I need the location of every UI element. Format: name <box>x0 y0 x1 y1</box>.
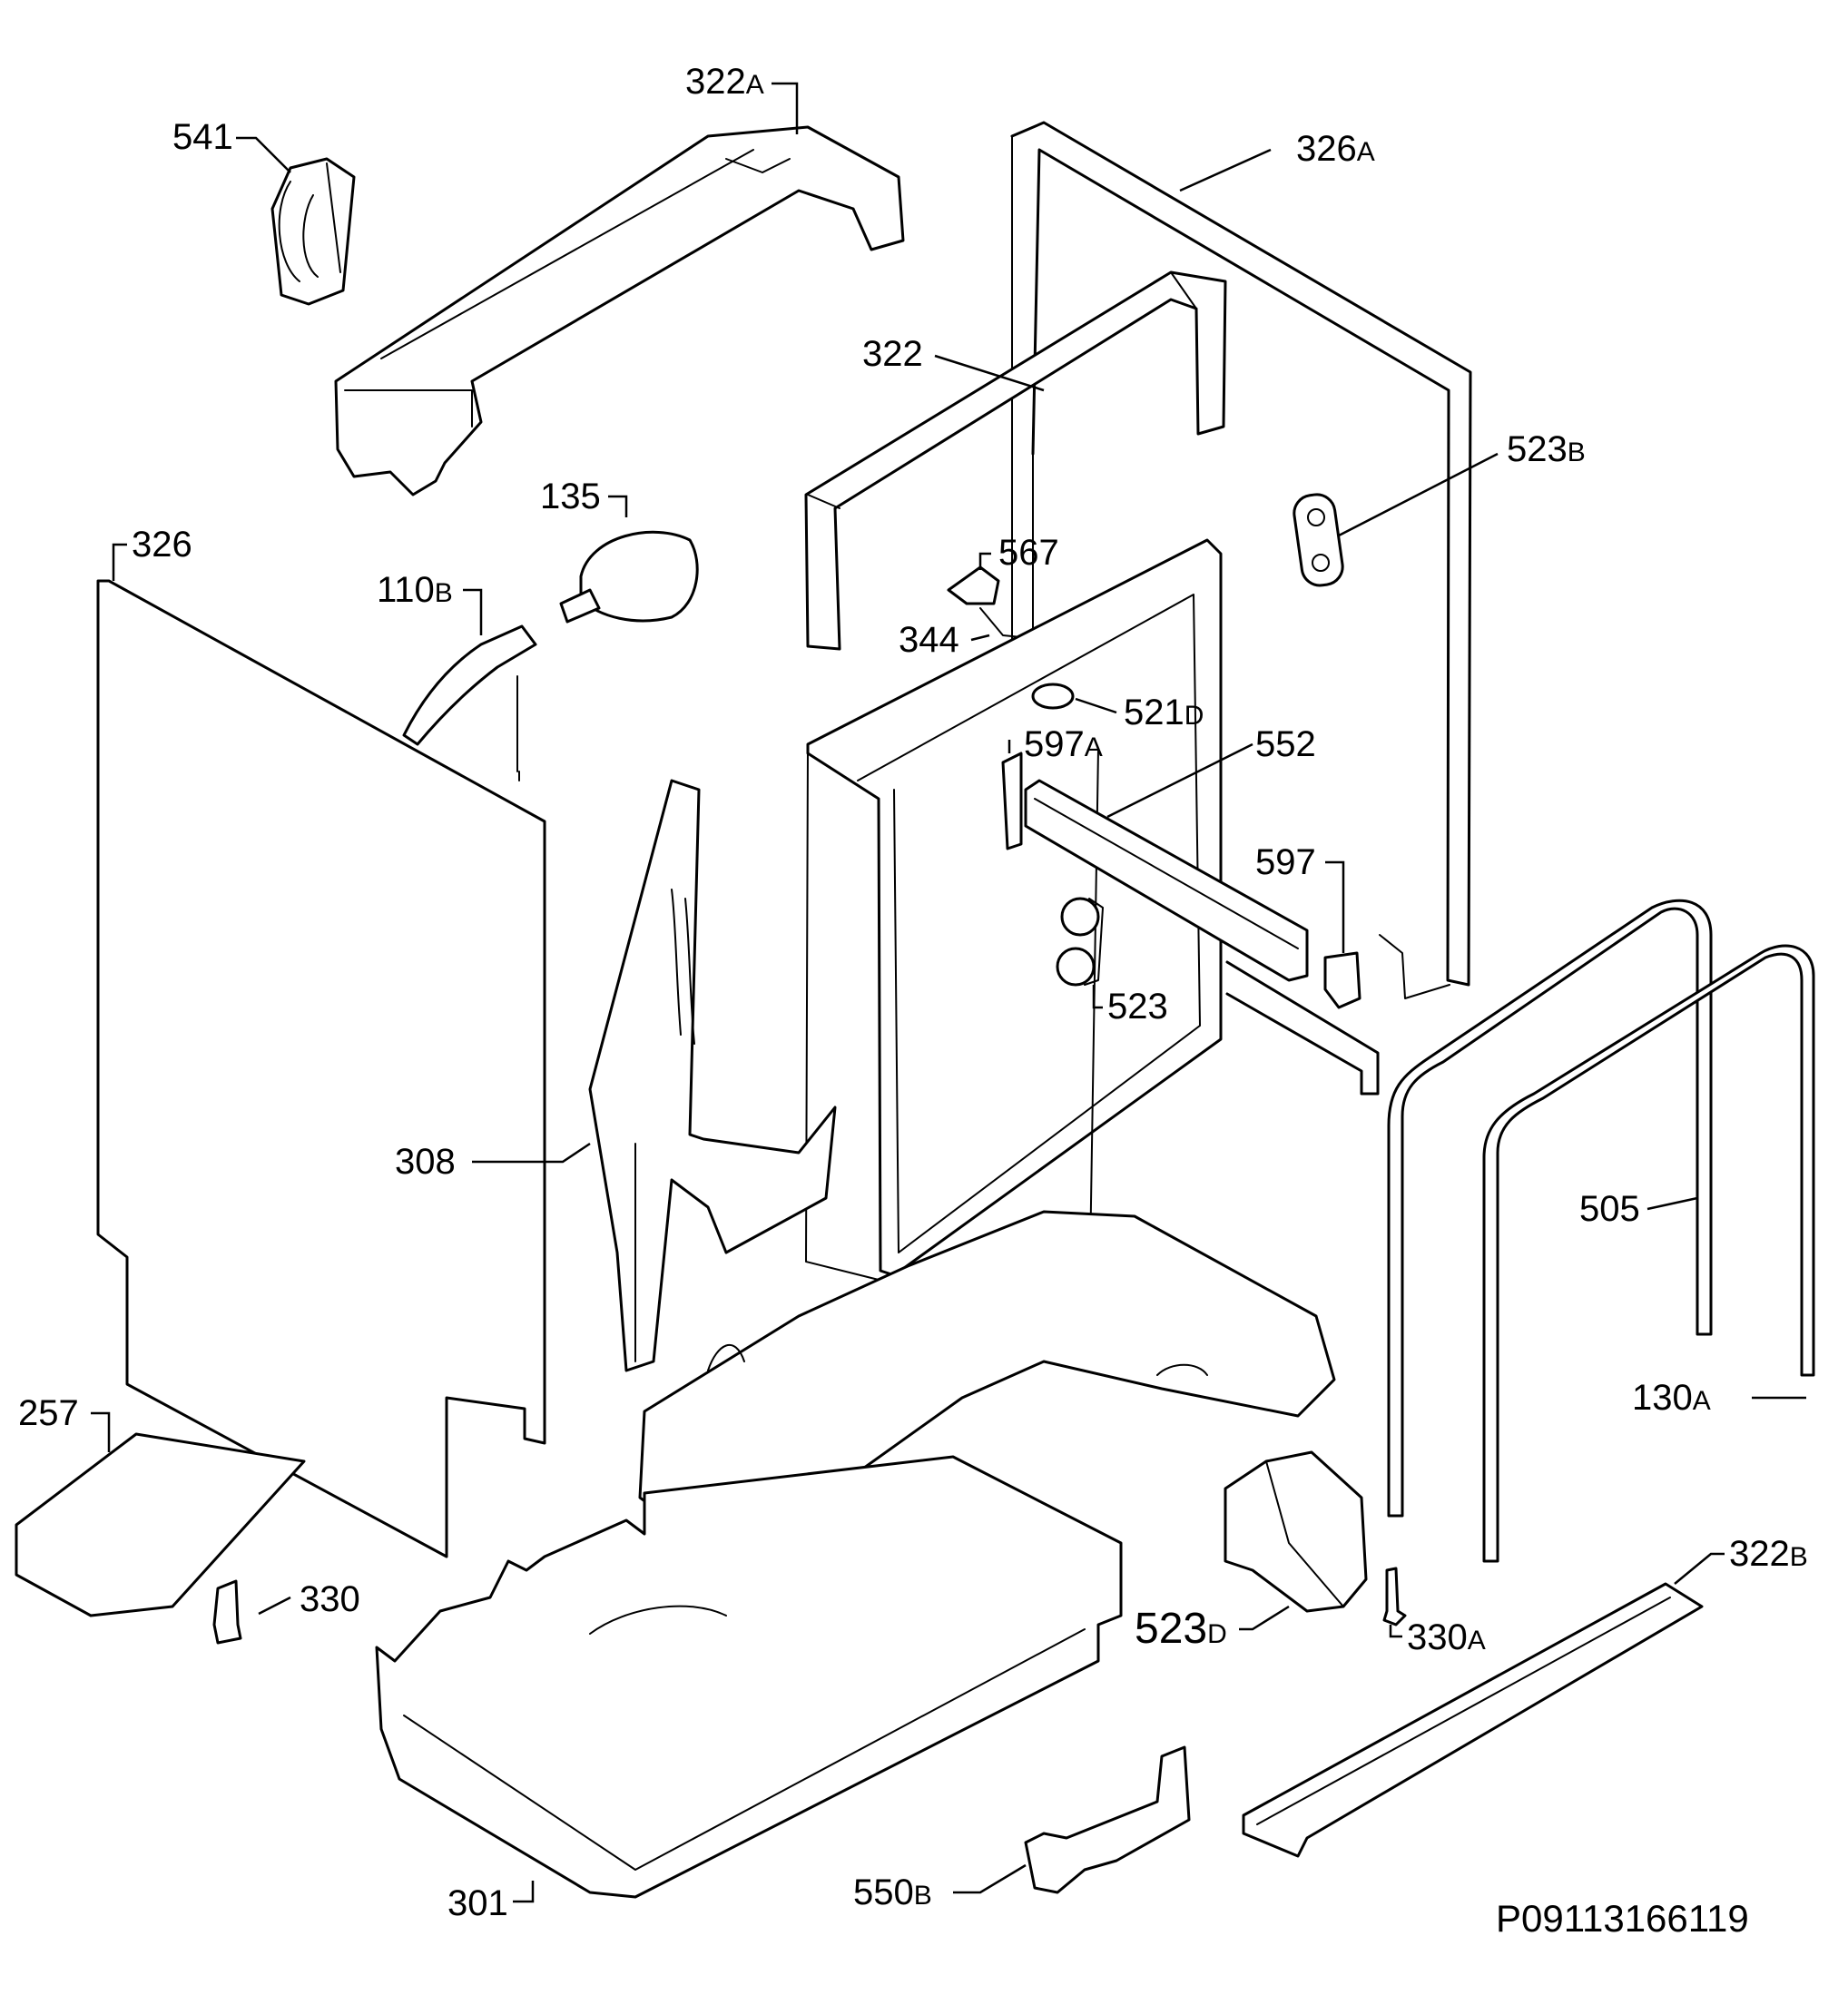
part-541-clip <box>270 157 356 306</box>
callout-523d: 523D <box>1135 1605 1227 1653</box>
callout-523b: 523B <box>1507 429 1586 469</box>
callout-541: 541 <box>172 117 233 157</box>
part-301-tray <box>375 1455 1123 1899</box>
callout-521d: 521D <box>1124 693 1204 732</box>
callout-257: 257 <box>18 1393 79 1433</box>
part-523-grommet <box>1056 897 1104 987</box>
leader-lines <box>91 82 1806 1903</box>
callout-322a: 322A <box>685 62 764 102</box>
part-308-hinge <box>588 779 837 1372</box>
callout-322b: 322B <box>1729 1534 1808 1574</box>
part-322a-top-rail <box>334 125 905 496</box>
part-130a-seal <box>1482 944 1815 1563</box>
callout-552: 552 <box>1255 724 1316 764</box>
callout-523: 523 <box>1107 987 1168 1027</box>
part-550b-bracket <box>1024 1745 1191 1894</box>
callout-110b: 110B <box>377 570 453 610</box>
part-552-rail <box>1024 779 1309 982</box>
part-135-float <box>559 530 699 624</box>
part-110b-hose <box>402 624 537 781</box>
callout-130a: 130A <box>1632 1378 1711 1418</box>
part-597-bracket <box>1323 951 1361 1009</box>
callout-505: 505 <box>1579 1189 1640 1229</box>
callout-326: 326 <box>132 525 192 565</box>
part-322b-strip <box>1242 1582 1704 1858</box>
part-326-side-panel <box>96 579 546 1558</box>
part-322-frame <box>804 270 1227 651</box>
callout-326a: 326A <box>1296 129 1375 169</box>
callout-322: 322 <box>862 334 923 374</box>
callout-330: 330 <box>300 1579 360 1619</box>
part-505-seal <box>1387 899 1713 1518</box>
part-523b-grommet <box>1293 493 1344 587</box>
part-330a-bolt <box>1382 1567 1407 1626</box>
part-597a-pin <box>1001 752 1023 850</box>
document-number: P09113166119 <box>1496 1897 1749 1940</box>
part-257-cover <box>15 1432 306 1617</box>
callout-567: 567 <box>998 533 1059 573</box>
callout-597: 597 <box>1255 842 1316 882</box>
part-521d-ring <box>1031 683 1075 710</box>
part-tub-frame <box>805 538 1223 1326</box>
part-330-screw <box>212 1579 242 1645</box>
callout-597a: 597A <box>1024 724 1103 764</box>
callout-550b: 550B <box>853 1872 932 1912</box>
callout-308: 308 <box>395 1142 456 1182</box>
part-523d-housing <box>1224 1450 1368 1613</box>
callout-330a: 330A <box>1407 1617 1486 1657</box>
callout-301: 301 <box>447 1883 508 1923</box>
callout-135: 135 <box>540 477 601 516</box>
callout-344: 344 <box>899 620 959 660</box>
